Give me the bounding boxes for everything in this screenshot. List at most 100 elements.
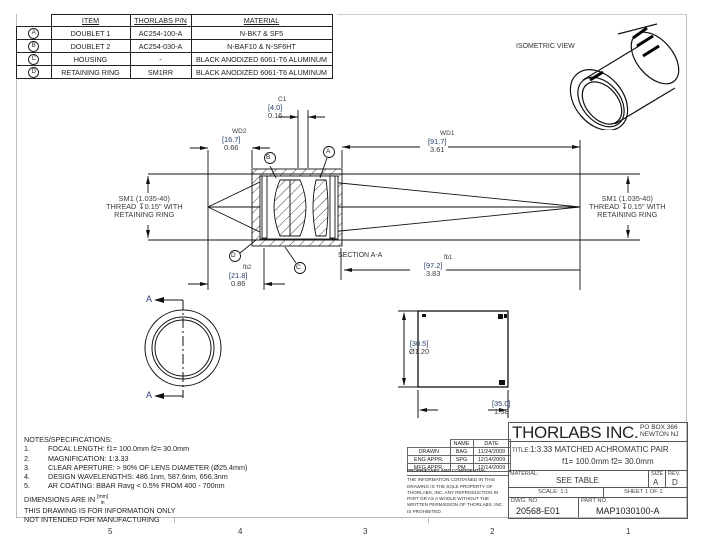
dwg-no-label: DWG. NO. <box>511 498 539 504</box>
approvals-header-name: NAME <box>449 439 474 448</box>
dim-fb1-in: 3.83 <box>425 269 441 278</box>
front-view-drawing <box>144 297 222 399</box>
material-label: MATERIAL: <box>510 471 539 477</box>
drawing-border-right <box>686 14 687 518</box>
bom-row: A DOUBLET 1 AC254-100-A N-BK7 & SF5 <box>16 26 333 40</box>
dim-fb2-mm: [21.8] <box>228 271 248 280</box>
dim-fb1: fb1 [97.2] 3.83 <box>414 254 452 278</box>
proprietary-body: THE INFORMATION CONTAINED IN THIS DRAWIN… <box>407 477 504 514</box>
bom-tag: A <box>28 28 40 39</box>
dim-length: [35.0] 1.38 <box>492 400 511 416</box>
not-for-manufacturing-note: NOT INTENDED FOR MANUFACTURING <box>24 515 160 525</box>
section-view-label: SECTION A-A <box>338 252 383 259</box>
dim-fb1-mm: [97.2] <box>423 261 443 270</box>
bill-of-materials-table: ITEM THORLABS P/N MATERIAL A DOUBLET 1 A… <box>16 14 333 79</box>
thread-callout-line: THREAD ↧0.15" WITH <box>589 202 666 211</box>
material-value: SEE TABLE <box>556 476 599 485</box>
thread-callout-line: RETAINING RING <box>114 210 175 219</box>
bom-item: RETAINING RING <box>50 65 131 79</box>
section-marker-bottom: A <box>146 390 153 400</box>
bom-tag: C <box>28 54 40 65</box>
bom-tag: B <box>28 41 40 52</box>
approvals-header-date: DATE <box>472 439 511 448</box>
bom-row: C HOUSING - BLACK ANODIZED 6061-T6 ALUMI… <box>16 52 333 66</box>
dim-wd2: WD2 [16.7] 0.66 <box>216 128 246 152</box>
approvals-table: NAME DATE DRAWN BAG 11/24/2009 ENG APPR.… <box>407 439 511 472</box>
thread-callout-line: THREAD ↧0.15" WITH <box>106 202 183 211</box>
dim-wd2-label: WD2 <box>232 128 247 135</box>
notes-title: NOTES/SPECIFICATIONS: <box>24 435 113 444</box>
drawing-border-left <box>16 14 17 518</box>
dim-length-mm: [35.0] <box>492 399 511 408</box>
thread-callout-line: SM1 (1.035-40) <box>118 194 170 203</box>
dimensions-unit-note: DIMENSIONS ARE IN [mm] in <box>24 493 109 506</box>
company-name: THORLABS INC. <box>512 423 639 442</box>
side-view-drawing <box>398 310 509 418</box>
dim-diameter-mm: [30.5] <box>409 339 429 348</box>
note-item: 1.FOCAL LENGTH: f1= 100.0mm f2= 30.0mm <box>24 444 190 454</box>
bom-material: BLACK ANODIZED 6061-T6 ALUMINUM <box>190 65 333 79</box>
isometric-view-drawing <box>569 23 680 130</box>
dim-wd2-in: 0.66 <box>224 143 239 152</box>
size-value: A <box>653 478 659 487</box>
dim-diameter: [30.5] Ø1.20 <box>409 340 429 356</box>
callout-a: A <box>326 148 331 155</box>
bom-row: B DOUBLET 2 AC254-030-A N-BAF10 & N-SF6H… <box>16 39 333 53</box>
isometric-view-label: ISOMETRIC VIEW <box>516 43 575 50</box>
dim-wd2-mm: [16.7] <box>221 135 241 144</box>
drawing-title: TITLE:1:3.33 MATCHED ACHROMATIC PAIR <box>512 445 669 454</box>
thread-callout-line: RETAINING RING <box>597 210 658 219</box>
callout-d: D <box>231 252 236 259</box>
approval-row: DRAWN BAG 11/24/2009 <box>407 447 511 456</box>
thread-callout-left: SM1 (1.035-40) THREAD ↧0.15" WITH RETAIN… <box>106 195 183 219</box>
callout-b: B <box>266 154 271 161</box>
approval-row: MFG APPR. PM 12/14/2009 <box>407 463 511 472</box>
dwg-no-value: 20568-E01 <box>516 506 561 516</box>
zone-label: 3 <box>363 527 368 536</box>
proprietary-heading: PROPRIETARY AND CONFIDENTIAL <box>407 468 508 477</box>
dim-c1-label: C1 <box>278 96 287 103</box>
dim-fb1-label: fb1 <box>444 255 453 261</box>
thread-callout-line: SM1 (1.035-40) <box>601 194 653 203</box>
dim-fb2: fb2 [21.8] 0.86 <box>225 264 251 288</box>
note-item: 5.AR COATING: BBAR Ravg < 0.5% FROM 400 … <box>24 481 225 491</box>
dim-wd1: WD1 [91.7] 3.61 <box>420 130 454 154</box>
bom-row: D RETAINING RING SM1RR BLACK ANODIZED 60… <box>16 65 333 79</box>
dim-diameter-in: Ø1.20 <box>409 347 430 356</box>
note-item: 3.CLEAR APERTURE: > 90% OF LENS DIAMETER… <box>24 462 248 472</box>
part-no-value: MAP1030100-A <box>596 506 660 516</box>
note-item: 4.DESIGN WAVELENGTHS: 486.1nm, 587.6nm, … <box>24 472 228 482</box>
dim-c1-mm: [4.0] <box>267 103 283 112</box>
zone-label: 2 <box>490 527 495 536</box>
zone-label: 5 <box>108 527 113 536</box>
size-label: SIZE <box>651 471 664 477</box>
drawing-border-top <box>337 14 687 15</box>
dim-fb2-label: fb2 <box>243 265 252 271</box>
dim-length-in: 1.38 <box>494 407 509 416</box>
rev-label: REV. <box>668 471 681 477</box>
callout-c: C <box>296 264 301 271</box>
info-only-note: THIS DRAWING IS FOR INFORMATION ONLY <box>24 505 176 515</box>
approval-row: ENG APPR. SPG 12/14/2009 <box>407 455 511 464</box>
notes-specifications: NOTES/SPECIFICATIONS: 1.FOCAL LENGTH: f1… <box>24 435 247 524</box>
dim-wd1-mm: [91.7] <box>427 137 447 146</box>
company-address: PO BOX 366 NEWTON NJ <box>640 424 679 438</box>
dim-c1: C1 [4.0] 0.16 <box>264 96 286 120</box>
bom-tag: D <box>28 67 40 78</box>
proprietary-notice: PROPRIETARY AND CONFIDENTIAL THE INFORMA… <box>407 468 508 515</box>
thread-callout-right: SM1 (1.035-40) THREAD ↧0.15" WITH RETAIN… <box>589 195 666 219</box>
part-no-label: PART NO. <box>581 498 608 504</box>
rev-value: D <box>672 478 678 487</box>
note-item: 2.MAGNIFICATION: 1:3.33 <box>24 453 129 463</box>
dim-wd1-in: 3.61 <box>430 145 445 154</box>
sheet-label: SHEET 1 OF 1 <box>624 489 663 495</box>
dim-c1-in: 0.16 <box>267 111 283 120</box>
section-view-drawing <box>146 110 640 290</box>
drawing-title-line2: f1= 100.0mm f2= 30.0mm <box>562 457 654 466</box>
zone-label: 4 <box>238 527 243 536</box>
zone-label: 1 <box>626 527 631 536</box>
dim-wd1-label: WD1 <box>440 130 455 137</box>
drawing-border-bottom <box>16 517 687 518</box>
scale-label: SCALE: 1:1 <box>538 489 569 495</box>
dim-fb2-in: 0.86 <box>230 279 246 288</box>
